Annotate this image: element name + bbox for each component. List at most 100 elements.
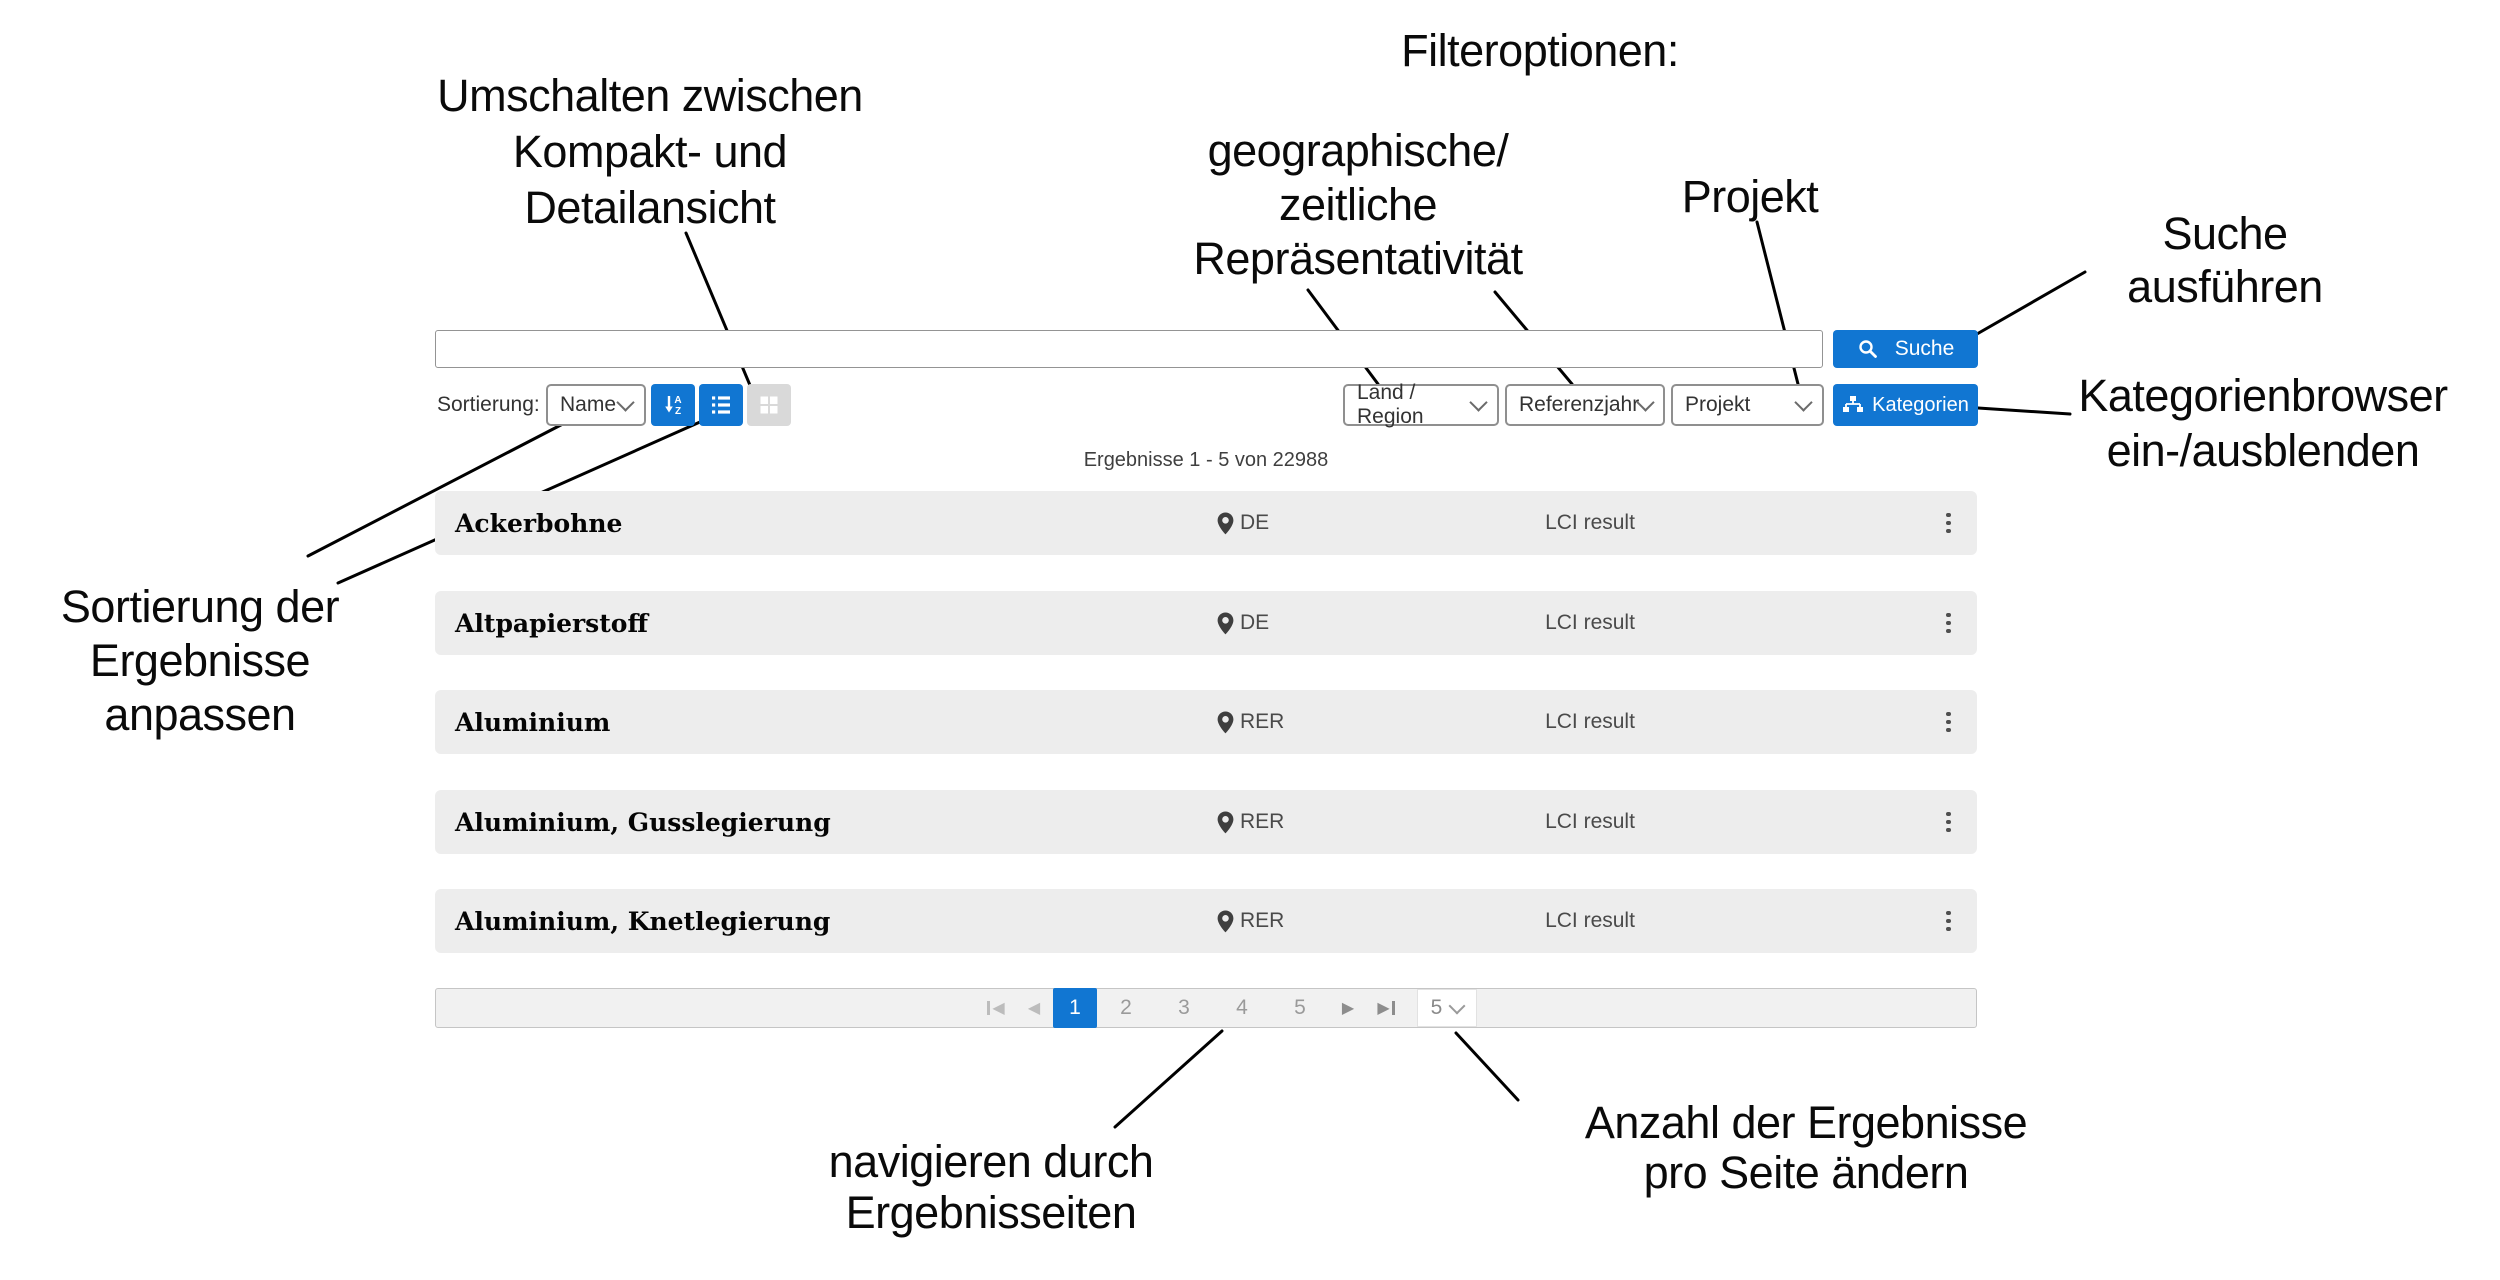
page-button[interactable]: 4: [1236, 996, 1248, 1019]
annotation-toggle-view: Umschalten zwischen Kompakt- und Detaila…: [437, 68, 863, 236]
kebab-menu-icon[interactable]: [1938, 491, 1959, 555]
filter-region-value: Land / Region: [1357, 381, 1424, 428]
pagination-bar: ◀ ◀ 1 2 3 4 5 ▶ ▶ 5: [435, 988, 1977, 1028]
annotation-line: Ergebnisseiten: [845, 1187, 1137, 1238]
filter-region-select[interactable]: Land / Region: [1343, 381, 1499, 428]
magnifier-icon: [1859, 340, 1877, 358]
chevron-down-icon: [1469, 392, 1488, 412]
chevron-down-icon: [1448, 997, 1466, 1014]
search-input[interactable]: [435, 330, 1823, 368]
annotation-line: Detailansicht: [524, 182, 776, 233]
kebab-menu-icon[interactable]: [1938, 591, 1959, 655]
svg-text:Z: Z: [675, 406, 681, 417]
result-name: Ackerbohne: [455, 508, 623, 538]
categories-button[interactable]: Kategorien: [1833, 384, 1978, 426]
result-name: Aluminium, Gusslegierung: [455, 807, 831, 837]
chevron-down-icon: [1794, 392, 1813, 412]
annotation-filter-options: Filteroptionen:: [1401, 25, 1679, 76]
result-location-code: RER: [1240, 810, 1285, 833]
result-location: DE: [1217, 491, 1269, 555]
result-location: RER: [1217, 790, 1284, 854]
result-row[interactable]: Aluminium, Knetlegierung RER LCI result: [435, 889, 1977, 953]
annotation-adjust-sorting: Sortierung der Ergebnisse anpassen: [60, 580, 340, 742]
page-button[interactable]: 5: [1294, 996, 1306, 1019]
annotation-line: Ergebnisse: [89, 635, 311, 686]
page-button[interactable]: 3: [1178, 996, 1190, 1019]
sort-field-value: Name: [560, 393, 617, 416]
first-page-icon[interactable]: ◀: [977, 1000, 1015, 1016]
chevron-down-icon: [616, 392, 635, 412]
result-type: LCI result: [1545, 511, 1635, 534]
result-row[interactable]: Altpapierstoff DE LCI result: [435, 591, 1977, 655]
detail-view-button[interactable]: [747, 384, 791, 426]
filter-project-value: Projekt: [1685, 393, 1751, 416]
result-name: Altpapierstoff: [455, 608, 648, 638]
result-type: LCI result: [1545, 710, 1635, 733]
page-size-select[interactable]: 5: [1417, 989, 1477, 1027]
sort-field-select[interactable]: Name: [546, 384, 646, 426]
page-button-active[interactable]: 1: [1053, 988, 1097, 1028]
list-view-icon: [712, 396, 730, 414]
annotation-line: zeitliche: [1278, 179, 1438, 230]
annotation-run-search: Suche ausführen: [2127, 207, 2323, 313]
annotation-geo-time-filter: geographische/ zeitliche Repräsentativit…: [1193, 124, 1523, 286]
annotation-line: navigieren durch: [828, 1136, 1154, 1187]
map-pin-icon: [1217, 512, 1234, 534]
next-page-icon[interactable]: ▶: [1341, 998, 1355, 1017]
annotation-change-page-size: Anzahl der Ergebnisse pro Seite ändern: [1584, 1097, 2028, 1198]
kebab-menu-icon[interactable]: [1938, 889, 1959, 953]
search-button[interactable]: Suche: [1833, 330, 1978, 368]
previous-page-icon[interactable]: ◀: [1027, 998, 1041, 1017]
sitemap-icon: [1843, 396, 1864, 412]
grid-view-icon: [760, 396, 778, 414]
filter-year-value: Referenzjahr: [1519, 393, 1640, 416]
connector-search-button: [1961, 270, 2087, 344]
annotation-line: Repräsentativität: [1193, 233, 1523, 284]
connector-categories-button: [1976, 406, 2072, 416]
result-location-code: DE: [1240, 511, 1270, 534]
kebab-menu-icon[interactable]: [1938, 690, 1959, 754]
map-pin-icon: [1217, 711, 1234, 733]
annotation-line: geographische/: [1207, 125, 1509, 176]
annotation-line: Umschalten zwischen: [437, 70, 863, 121]
sort-direction-button[interactable]: A Z: [651, 384, 695, 426]
chevron-down-icon: [1636, 392, 1655, 412]
result-location: DE: [1217, 591, 1269, 655]
page-button[interactable]: 2: [1120, 996, 1132, 1019]
result-type: LCI result: [1545, 909, 1635, 932]
page-size-value: 5: [1430, 996, 1443, 1019]
last-page-icon[interactable]: ▶: [1367, 1000, 1405, 1016]
annotation-project-filter: Projekt: [1681, 171, 1819, 222]
filter-year-select[interactable]: Referenzjahr: [1505, 384, 1665, 426]
result-name: Aluminium: [455, 707, 611, 737]
result-location: RER: [1217, 889, 1284, 953]
annotation-line: Anzahl der Ergebnisse: [1584, 1097, 2028, 1148]
annotation-line: ausführen: [2127, 261, 2323, 312]
result-row[interactable]: Ackerbohne DE LCI result: [435, 491, 1977, 555]
map-pin-icon: [1217, 811, 1234, 833]
result-location: RER: [1217, 690, 1284, 754]
annotation-line: Sortierung der: [60, 581, 340, 632]
result-name: Aluminium, Knetlegierung: [455, 906, 831, 936]
result-location-code: DE: [1240, 611, 1270, 634]
sort-alpha-desc-icon: A Z: [665, 395, 682, 417]
sorting-label: Sortierung:: [437, 393, 540, 416]
result-row[interactable]: Aluminium RER LCI result: [435, 690, 1977, 754]
connector-page-size: [1454, 1031, 1520, 1102]
search-button-label: Suche: [1894, 337, 1955, 360]
filter-project-select[interactable]: Projekt: [1671, 384, 1824, 426]
result-type: LCI result: [1545, 611, 1635, 634]
map-pin-icon: [1217, 612, 1234, 634]
compact-view-button[interactable]: [699, 384, 743, 426]
annotation-line: Suche: [2162, 208, 2288, 259]
result-row[interactable]: Aluminium, Gusslegierung RER LCI result: [435, 790, 1977, 854]
connector-page-nav: [1113, 1029, 1224, 1129]
result-location-code: RER: [1240, 710, 1285, 733]
map-pin-icon: [1217, 910, 1234, 932]
svg-text:A: A: [674, 395, 681, 406]
results-summary: Ergebnisse 1 - 5 von 22988: [1083, 449, 1329, 471]
kebab-menu-icon[interactable]: [1938, 790, 1959, 854]
result-location-code: RER: [1240, 909, 1285, 932]
categories-button-label: Kategorien: [1872, 393, 1969, 416]
